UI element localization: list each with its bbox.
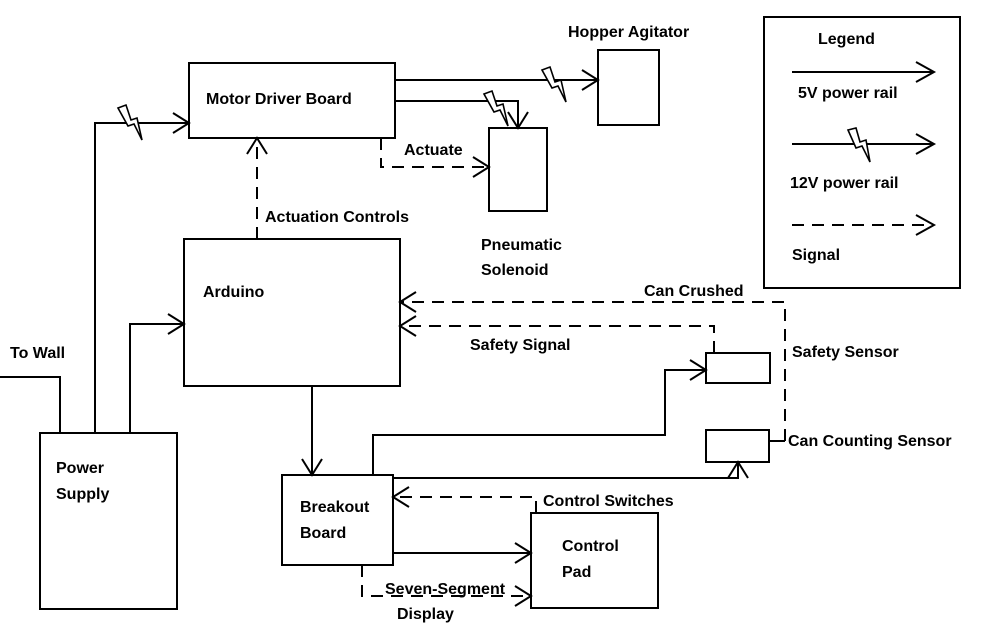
- arrowhead: [507, 111, 529, 130]
- arrowhead: [391, 486, 410, 508]
- arrowhead: [398, 315, 417, 337]
- arrowhead: [246, 136, 268, 155]
- safety-sensor-label: Safety Sensor: [792, 344, 899, 361]
- arrowhead: [514, 585, 533, 607]
- signal-can-crushed: Can Crushed: [398, 283, 786, 442]
- signal-actuation-controls: Actuation Controls: [246, 136, 409, 239]
- legend-5v-arrowhead: [915, 61, 937, 83]
- seven-segment-label-line2: Display: [397, 606, 454, 623]
- signal-seven-segment-display: Seven-Segment Display: [361, 565, 533, 623]
- motor-driver-label: Motor Driver Board: [206, 91, 352, 108]
- to-wall-label: To Wall: [10, 345, 65, 362]
- wire-power-to-motor-driver-12v: [94, 103, 191, 433]
- signal-safety: Safety Signal: [398, 315, 715, 354]
- arrowhead: [581, 69, 600, 91]
- legend-signal-arrowhead: [915, 214, 937, 236]
- power-supply-box: [39, 432, 178, 610]
- block-safety-sensor: Safety Sensor: [705, 344, 899, 384]
- wire-breakout-to-can-counter-5v: [393, 460, 749, 479]
- block-power-supply: Power Supply: [39, 432, 178, 610]
- control-pad-box: [530, 512, 659, 609]
- legend-12v-label: 12V power rail: [790, 175, 899, 192]
- arrowhead: [172, 112, 191, 134]
- block-can-counting-sensor: Can Counting Sensor: [705, 429, 952, 463]
- wire-to-wall: To Wall: [0, 345, 65, 433]
- wire-arduino-to-breakout-5v: [301, 386, 323, 477]
- legend-title: Legend: [818, 31, 875, 48]
- block-pneumatic-solenoid: Pneumatic Solenoid: [481, 127, 562, 279]
- legend-5v-label: 5V power rail: [798, 85, 898, 102]
- hopper-agitator-box: [597, 49, 660, 126]
- control-pad-label-line2: Pad: [562, 564, 591, 581]
- pneumatic-solenoid-label-line2: Solenoid: [481, 262, 549, 279]
- lightning-bolt-icon: [482, 89, 509, 127]
- arrowhead: [514, 542, 533, 564]
- arduino-label: Arduino: [203, 284, 265, 301]
- legend-12v-arrowhead: [915, 133, 937, 155]
- breakout-board-label-line1: Breakout: [300, 499, 370, 516]
- safety-sensor-box: [705, 352, 771, 384]
- legend-box: [763, 16, 961, 289]
- wire-motor-driver-to-solenoid-12v: [395, 89, 529, 130]
- actuate-label: Actuate: [404, 142, 463, 159]
- lightning-bolt-icon: [116, 103, 143, 141]
- block-hopper-agitator: Hopper Agitator: [568, 24, 689, 126]
- lightning-bolt-icon: [540, 65, 567, 103]
- power-supply-label-line2: Supply: [56, 486, 109, 503]
- control-switches-label: Control Switches: [543, 493, 674, 510]
- wire-breakout-to-control-pad-5v: [393, 542, 533, 564]
- signal-control-switches: Control Switches: [391, 486, 674, 513]
- arrowhead: [167, 313, 186, 335]
- can-crushed-label: Can Crushed: [644, 283, 744, 300]
- wire-breakout-to-safety-sensor-5v: [372, 359, 708, 475]
- actuation-controls-label: Actuation Controls: [265, 209, 409, 226]
- legend: Legend 5V power rail 12V power rail Sign…: [763, 16, 961, 289]
- signal-actuate: Actuate: [380, 138, 491, 178]
- legend-signal-label: Signal: [792, 247, 840, 264]
- breakout-board-label-line2: Board: [300, 525, 346, 542]
- arrowhead: [727, 460, 749, 479]
- block-breakout-board: Breakout Board: [281, 474, 394, 566]
- breakout-board-box: [281, 474, 394, 566]
- hopper-agitator-label: Hopper Agitator: [568, 24, 689, 41]
- control-pad-label-line1: Control: [562, 538, 619, 555]
- arrowhead: [689, 359, 708, 381]
- can-counting-sensor-box: [705, 429, 770, 463]
- pneumatic-solenoid-label-line1: Pneumatic: [481, 237, 562, 254]
- arrowhead: [398, 291, 417, 313]
- wire-motor-driver-to-hopper-12v: [395, 65, 600, 103]
- block-arduino: Arduino: [183, 238, 401, 387]
- can-counting-sensor-label: Can Counting Sensor: [788, 433, 952, 450]
- seven-segment-label-line1: Seven-Segment: [385, 581, 506, 598]
- block-motor-driver-board: Motor Driver Board: [188, 62, 396, 139]
- arrowhead: [472, 156, 491, 178]
- wire-power-to-arduino-5v: [129, 313, 186, 433]
- legend-lightning-bolt-icon: [846, 127, 871, 163]
- block-control-pad: Control Pad: [530, 512, 659, 609]
- arrowhead: [301, 458, 323, 477]
- pneumatic-solenoid-box: [488, 127, 548, 212]
- motor-driver-box: [188, 62, 396, 139]
- power-supply-label-line1: Power: [56, 460, 104, 477]
- arduino-box: [183, 238, 401, 387]
- safety-signal-label: Safety Signal: [470, 337, 570, 354]
